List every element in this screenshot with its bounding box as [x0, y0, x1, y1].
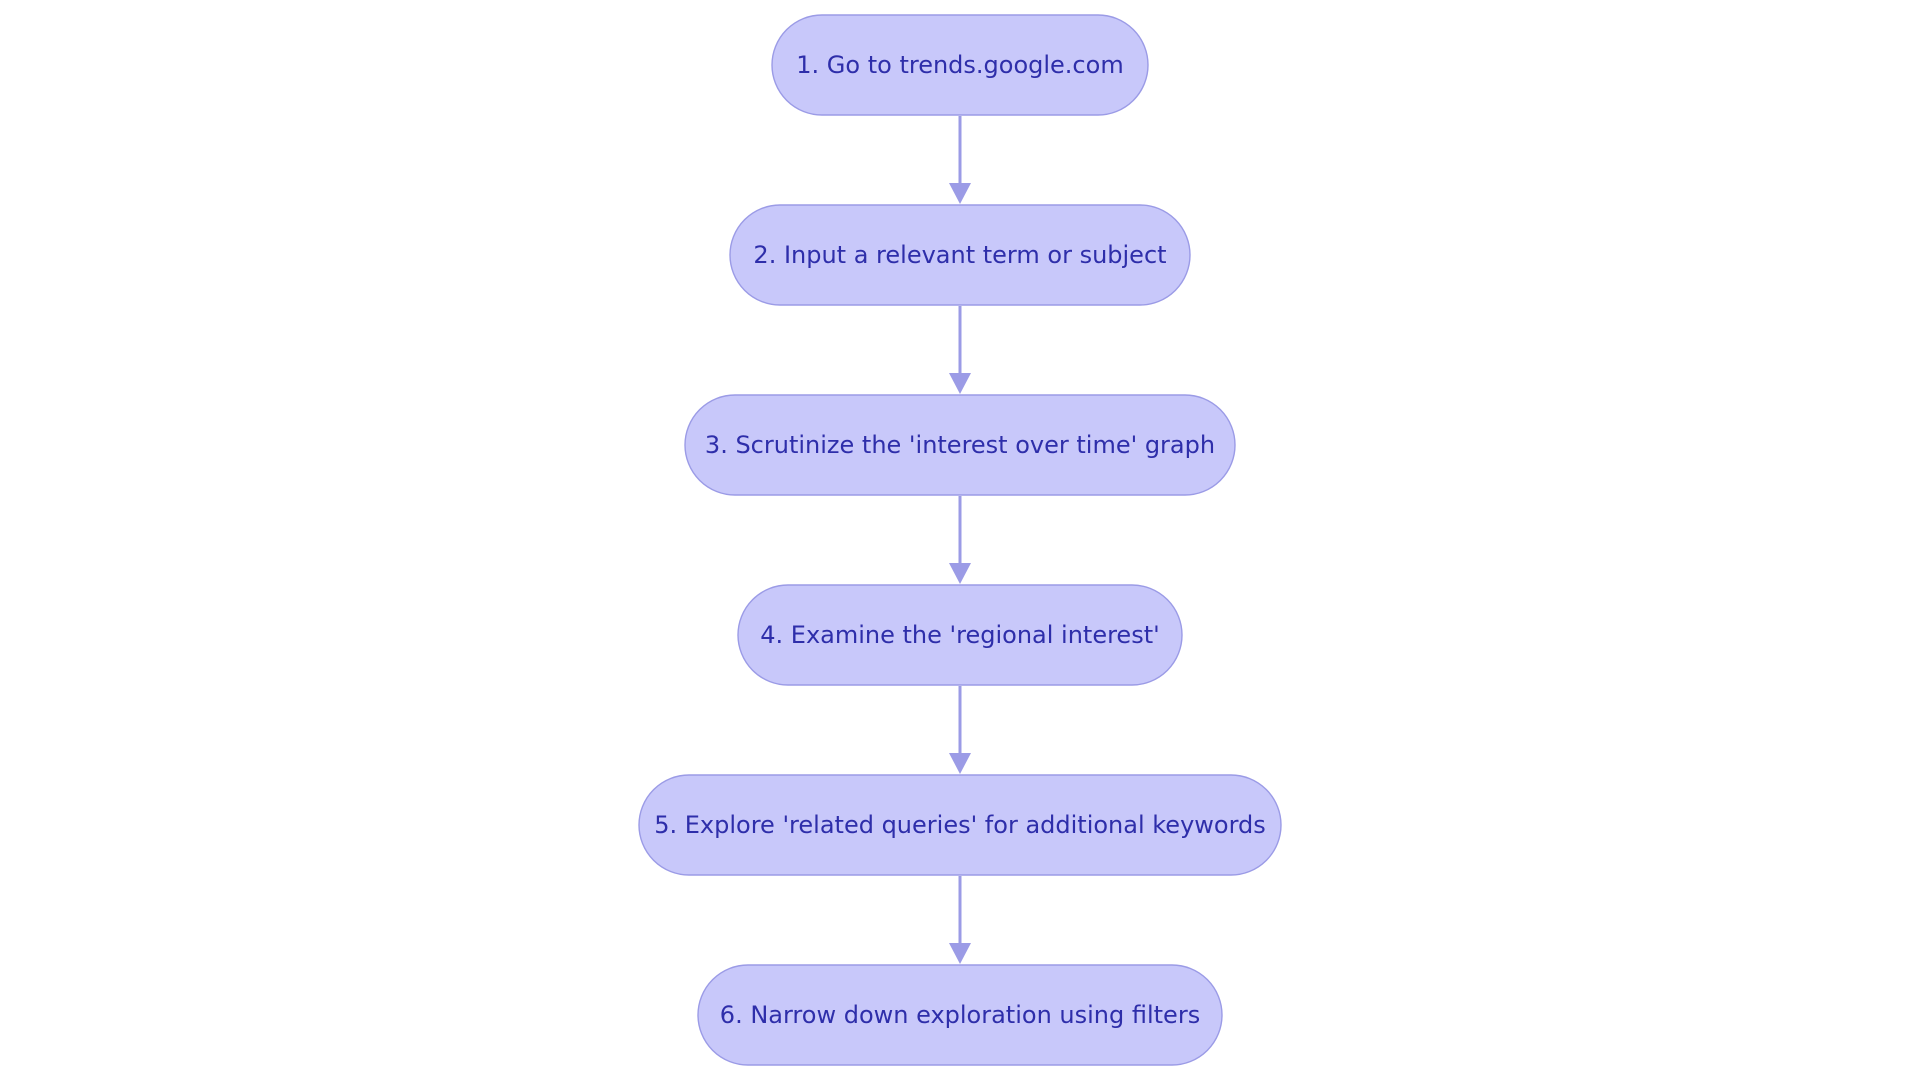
- step-label: 5. Explore 'related queries' for additio…: [654, 811, 1266, 839]
- edges: [949, 116, 971, 964]
- arrowhead: [949, 183, 971, 204]
- arrowhead: [949, 943, 971, 964]
- step-label: 2. Input a relevant term or subject: [753, 241, 1166, 269]
- arrowhead: [949, 563, 971, 584]
- edge-3-to-4: [949, 496, 971, 584]
- step-node-6: 6. Narrow down exploration using filters: [697, 964, 1223, 1066]
- step-node-5: 5. Explore 'related queries' for additio…: [638, 774, 1282, 876]
- step-label: 6. Narrow down exploration using filters: [720, 1001, 1200, 1029]
- step-label: 3. Scrutinize the 'interest over time' g…: [705, 431, 1215, 459]
- step-node-1: 1. Go to trends.google.com: [771, 14, 1149, 116]
- edge-4-to-5: [949, 686, 971, 774]
- step-label: 1. Go to trends.google.com: [796, 51, 1123, 79]
- edge-2-to-3: [949, 306, 971, 394]
- step-node-4: 4. Examine the 'regional interest': [737, 584, 1183, 686]
- arrowhead: [949, 373, 971, 394]
- edge-5-to-6: [949, 876, 971, 964]
- step-label: 4. Examine the 'regional interest': [760, 621, 1159, 649]
- arrowhead: [949, 753, 971, 774]
- step-node-2: 2. Input a relevant term or subject: [729, 204, 1191, 306]
- step-node-3: 3. Scrutinize the 'interest over time' g…: [684, 394, 1236, 496]
- edge-1-to-2: [949, 116, 971, 204]
